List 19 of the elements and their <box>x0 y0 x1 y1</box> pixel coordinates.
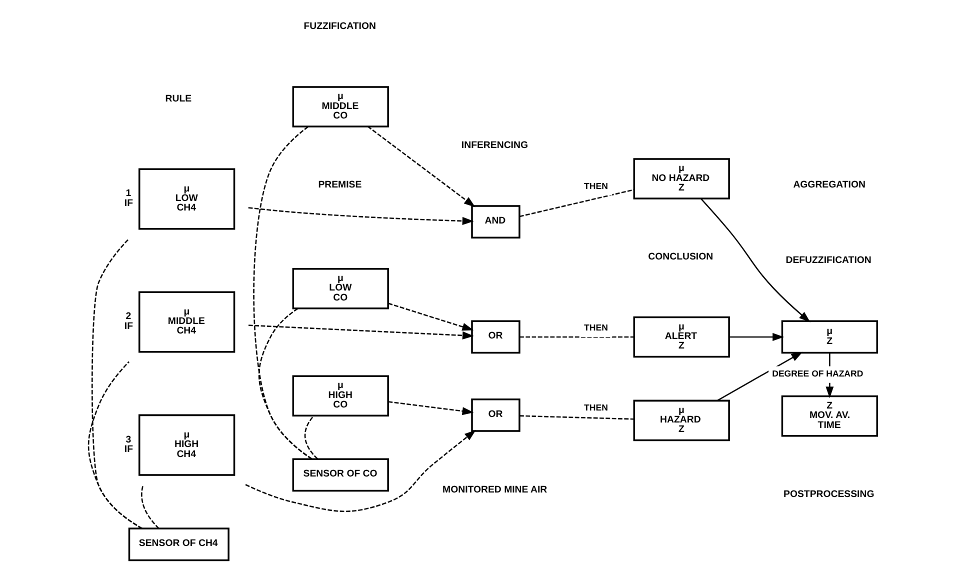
node-label: IF <box>124 198 134 209</box>
label: PREMISE <box>318 179 362 190</box>
label: AGGREGATION <box>793 179 866 190</box>
node-label: IF <box>124 320 134 332</box>
node-label: 2 <box>126 311 132 322</box>
edge-label: THEN <box>584 180 608 191</box>
label: DEFUZZIFICATION <box>786 254 872 266</box>
node-label: IF <box>124 444 134 455</box>
label: RULE <box>165 93 192 104</box>
edge-label: THEN <box>584 322 608 332</box>
edge-label: THEN <box>584 402 608 412</box>
label: MONITORED MINE AIR <box>442 484 548 496</box>
label: INFERENCING <box>461 140 528 151</box>
label: CONCLUSION <box>648 251 714 262</box>
node-label: 3 <box>126 434 132 446</box>
label: POSTPROCESSING <box>784 488 874 500</box>
node-label: 1 <box>126 188 132 200</box>
label: FUZZIFICATION <box>304 21 376 32</box>
edge-label: DEGREE OF HAZARD <box>772 368 864 378</box>
